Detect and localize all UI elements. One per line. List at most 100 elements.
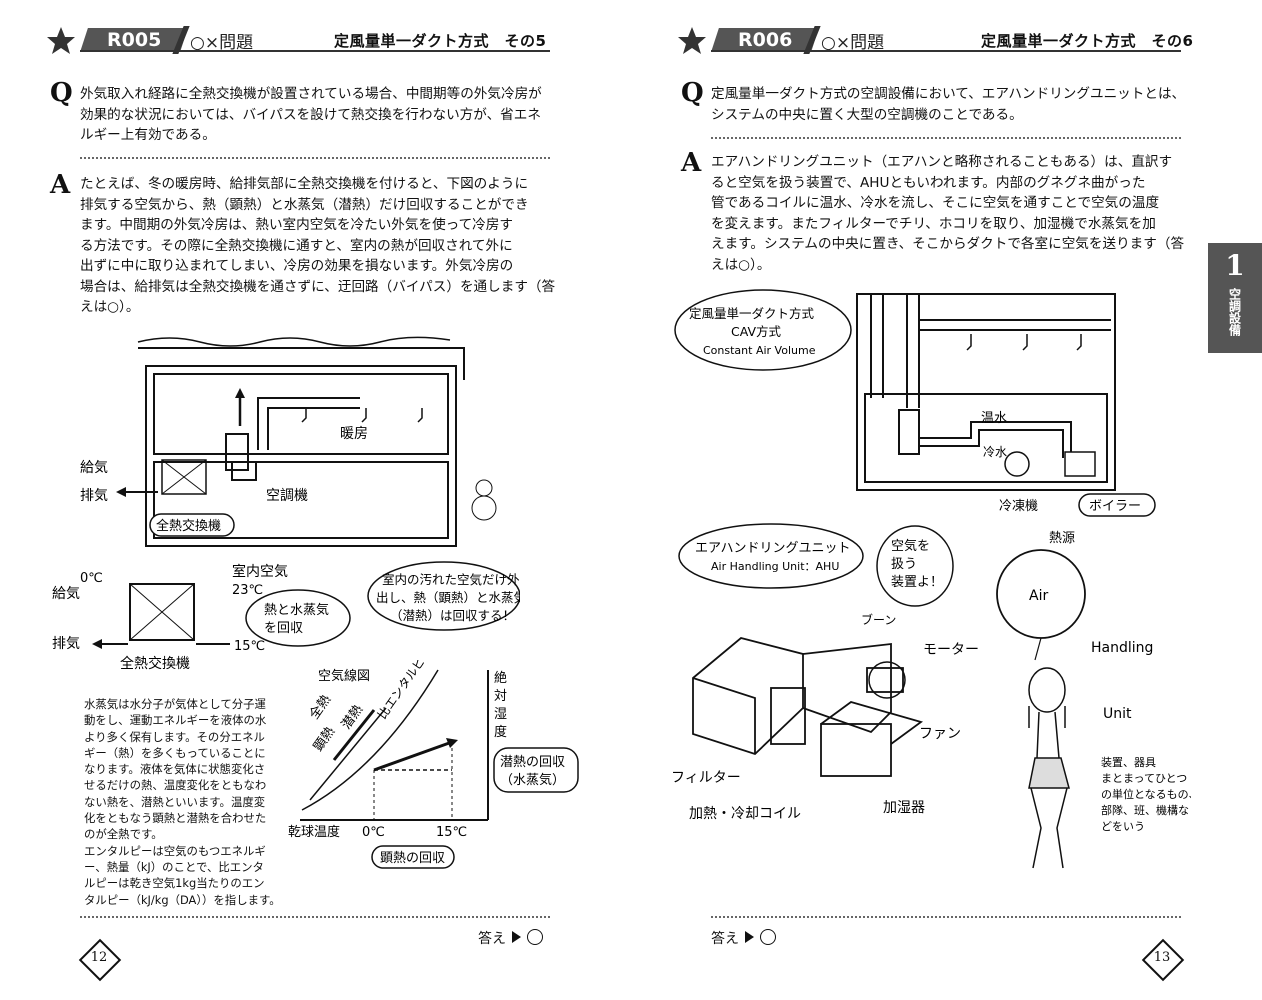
chart-sensible: 顕熱の回収 xyxy=(380,851,445,866)
question-line: システムの中央に置く大型の空調機のことである。 xyxy=(711,106,1023,123)
answer-line: を変えます。またフィルターでチリ、ホコリを取り、加湿機で水蒸気を加 xyxy=(711,215,1156,232)
answer-label: 答え xyxy=(478,931,506,947)
fig-unit-desc-4: 部隊、班、機構な xyxy=(1101,803,1189,817)
fig-label-kashitsu: 加湿器 xyxy=(883,800,925,816)
question-mark: Q xyxy=(681,78,704,108)
answer-text: たとえば、冬の暖房時、給排気部に全熱交換機を付けると、下図のように 排気する空気… xyxy=(80,174,560,318)
footer-divider xyxy=(711,916,1181,918)
header-rule xyxy=(80,50,550,52)
fig-label-fan: ファン xyxy=(919,726,961,742)
triangle-right-icon xyxy=(512,931,521,943)
fig-label-danbo: 暖房 xyxy=(340,426,368,442)
answer-indicator: 答え xyxy=(478,928,543,948)
fig-label-zennetsu2: 全熱交換機 xyxy=(120,655,190,672)
chart-xlabel: 乾球温度 xyxy=(288,824,340,840)
chapter-label: 空調設備 xyxy=(1227,288,1242,336)
answer-line: エアハンドリングユニット（エアハンと略称されることもある）は、直訳す xyxy=(711,154,1173,170)
side-note: 水蒸気は水分子が気体として分子運 動をし、運動エネルギーを液体の水 より多く保有… xyxy=(84,696,284,908)
side-note-line: ギー（熱）を多くもっていることに xyxy=(84,745,266,760)
fig-speech-1: 空気を xyxy=(891,538,930,554)
fig-handling: Handling xyxy=(1091,640,1153,656)
chart-ylabel-2: 対 xyxy=(494,689,507,704)
fig-label-filter: フィルター xyxy=(671,770,741,786)
left-header: R005 ○×問題 定風量単一ダクト方式 その5 xyxy=(0,26,631,56)
chart-x15: 15℃ xyxy=(436,825,467,840)
fig-bubble-2: 出し、熱（顕熱）と水蒸気 xyxy=(376,590,520,605)
question-type: ○×問題 xyxy=(821,33,885,53)
chapter-number: 1 xyxy=(1225,249,1245,282)
answer-line: えは○）。 xyxy=(711,256,771,273)
page-title: 定風量単一ダクト方式 その5 xyxy=(334,32,547,50)
fig-unit-desc-1: 装置、器具 xyxy=(1101,756,1156,769)
fig-cav-3: Constant Air Volume xyxy=(703,344,816,357)
fig-label-coil: 加熱・冷却コイル xyxy=(689,806,801,822)
answer-text: エアハンドリングユニット（エアハンと略称されることもある）は、直訳す ると空気を… xyxy=(711,152,1191,275)
fig-label-zennetsu: 全熱交換機 xyxy=(156,518,221,534)
side-note-line: ルピーは乾き空気1kg当たりのエン xyxy=(84,876,265,891)
fig-label-kyuki2: 給気 xyxy=(52,586,80,602)
chapter-tab: 1 空調設備 xyxy=(1208,243,1262,353)
side-note-line: せるだけの熱、温度変化をともなわ xyxy=(84,778,267,793)
question-code-badge: R005 xyxy=(80,28,188,52)
answer-line: えは○）。 xyxy=(80,299,140,315)
chart-ken: 顕熱 xyxy=(311,724,338,754)
star-icon xyxy=(47,27,75,54)
side-note-line: より多く保有します。その分エネル xyxy=(84,729,265,744)
answer-line: ます。中間期の外気冷房は、熱い室内空気を冷たい外気を使って冷房す xyxy=(80,217,513,233)
side-note-line: ー、熱量（kJ）のことで、比エンタ xyxy=(84,859,264,874)
fig-label-15: 15℃ xyxy=(234,639,265,654)
triangle-right-icon xyxy=(745,931,754,943)
side-note-line: 水蒸気は水分子が気体として分子運 xyxy=(84,697,266,711)
fig-label-netsugen: 熱源 xyxy=(1049,531,1075,546)
fig-speech-3: 装置よ！ xyxy=(891,575,943,590)
fig-speech-2: 扱う xyxy=(891,557,917,572)
heat-exchanger-figure: 暖房 給気 排気 空調機 全熱交換機 0℃ 給気 排気 室内空気 23℃ 15℃… xyxy=(52,336,520,672)
fig-label-shitsunai: 室内空気 xyxy=(232,563,288,580)
right-header: R006 ○×問題 定風量単一ダクト方式 その6 xyxy=(631,26,1262,56)
psychrometric-chart: 空気線図 比エンタルピー 全熱 潜熱 顕熱 絶 対 湿 度 乾球温度 0℃ 15… xyxy=(288,660,579,869)
fig-label-reisui: 冷水 xyxy=(983,445,1007,459)
fig-bubble-3: （潜熱）は回収する！ xyxy=(390,608,515,623)
fig-label-recover2: を回収 xyxy=(264,621,303,636)
side-note-line: 動をし、運動エネルギーを液体の水 xyxy=(84,713,267,728)
ahu-figure: 温水 冷水 冷凍機 ボイラー 熱源 定風量単一ダクト方式 CAV方式 Const… xyxy=(671,289,1191,869)
fig-label-haiki: 排気 xyxy=(80,488,108,504)
fig-label-23: 23℃ xyxy=(232,583,263,598)
answer-mark: A xyxy=(50,170,71,200)
side-note-line: タルピー（kJ/kg（DA））を指します。 xyxy=(84,892,281,907)
answer-label: 答え xyxy=(711,931,739,947)
fig-unit-desc-2: まとまってひとつ xyxy=(1101,772,1187,785)
answer-line: 場合は、給排気は全熱交換機を通さずに、迂回路（バイパス）を通します（答 xyxy=(80,278,556,295)
chart-ylabel-3: 湿 xyxy=(494,707,507,722)
fig-label-reitoki: 冷凍機 xyxy=(999,498,1038,514)
chart-x0: 0℃ xyxy=(362,825,385,840)
fig-label-motor: モーター xyxy=(923,642,979,658)
chart-ylabel-1: 絶 xyxy=(494,670,507,686)
right-page: R006 ○×問題 定風量単一ダクト方式 その6 Q 定風量単一ダクト方式の空調… xyxy=(631,0,1262,1000)
fig-air: Air xyxy=(1029,588,1048,604)
fig-label-zero: 0℃ xyxy=(80,571,103,586)
question-line: 定風量単一ダクト方式の空調設備において、エアハンドリングユニットとは、 xyxy=(711,86,1186,102)
fig-unit-desc-3: の単位となるもの、 xyxy=(1101,787,1191,801)
circle-icon xyxy=(760,929,776,945)
fig-ahu-1: エアハンドリングユニット xyxy=(695,541,850,556)
side-note-line: ない熱を、潜熱といいます。温度変 xyxy=(84,794,266,809)
answer-mark: A xyxy=(681,148,702,178)
chart-ylabel-4: 度 xyxy=(494,724,507,740)
side-note-line: エンタルピーは空気のもつエネルギ xyxy=(84,843,266,858)
chart-sen: 潜熱 xyxy=(339,702,366,732)
answer-indicator: 答え xyxy=(711,928,776,948)
side-note-line: 化をともなう顕熱と潜熱を合わせた xyxy=(84,811,267,826)
fig-boon: ブーン xyxy=(861,612,896,627)
chart-title: 空気線図 xyxy=(318,668,370,684)
circle-icon xyxy=(527,929,543,945)
fig-label-onsui: 温水 xyxy=(981,411,1007,426)
fig-label-kyuki: 給気 xyxy=(80,460,108,476)
side-note-line: なります。液体を気体に状態変化さ xyxy=(84,762,266,777)
side-note-line: のが全熱です。 xyxy=(84,827,163,842)
fig-unit: Unit xyxy=(1103,706,1132,722)
fig-cav-2: CAV方式 xyxy=(731,324,782,339)
footer-divider xyxy=(80,916,550,918)
page-title: 定風量単一ダクト方式 その6 xyxy=(981,32,1194,50)
fig-label-recover1: 熱と水蒸気 xyxy=(264,602,329,618)
